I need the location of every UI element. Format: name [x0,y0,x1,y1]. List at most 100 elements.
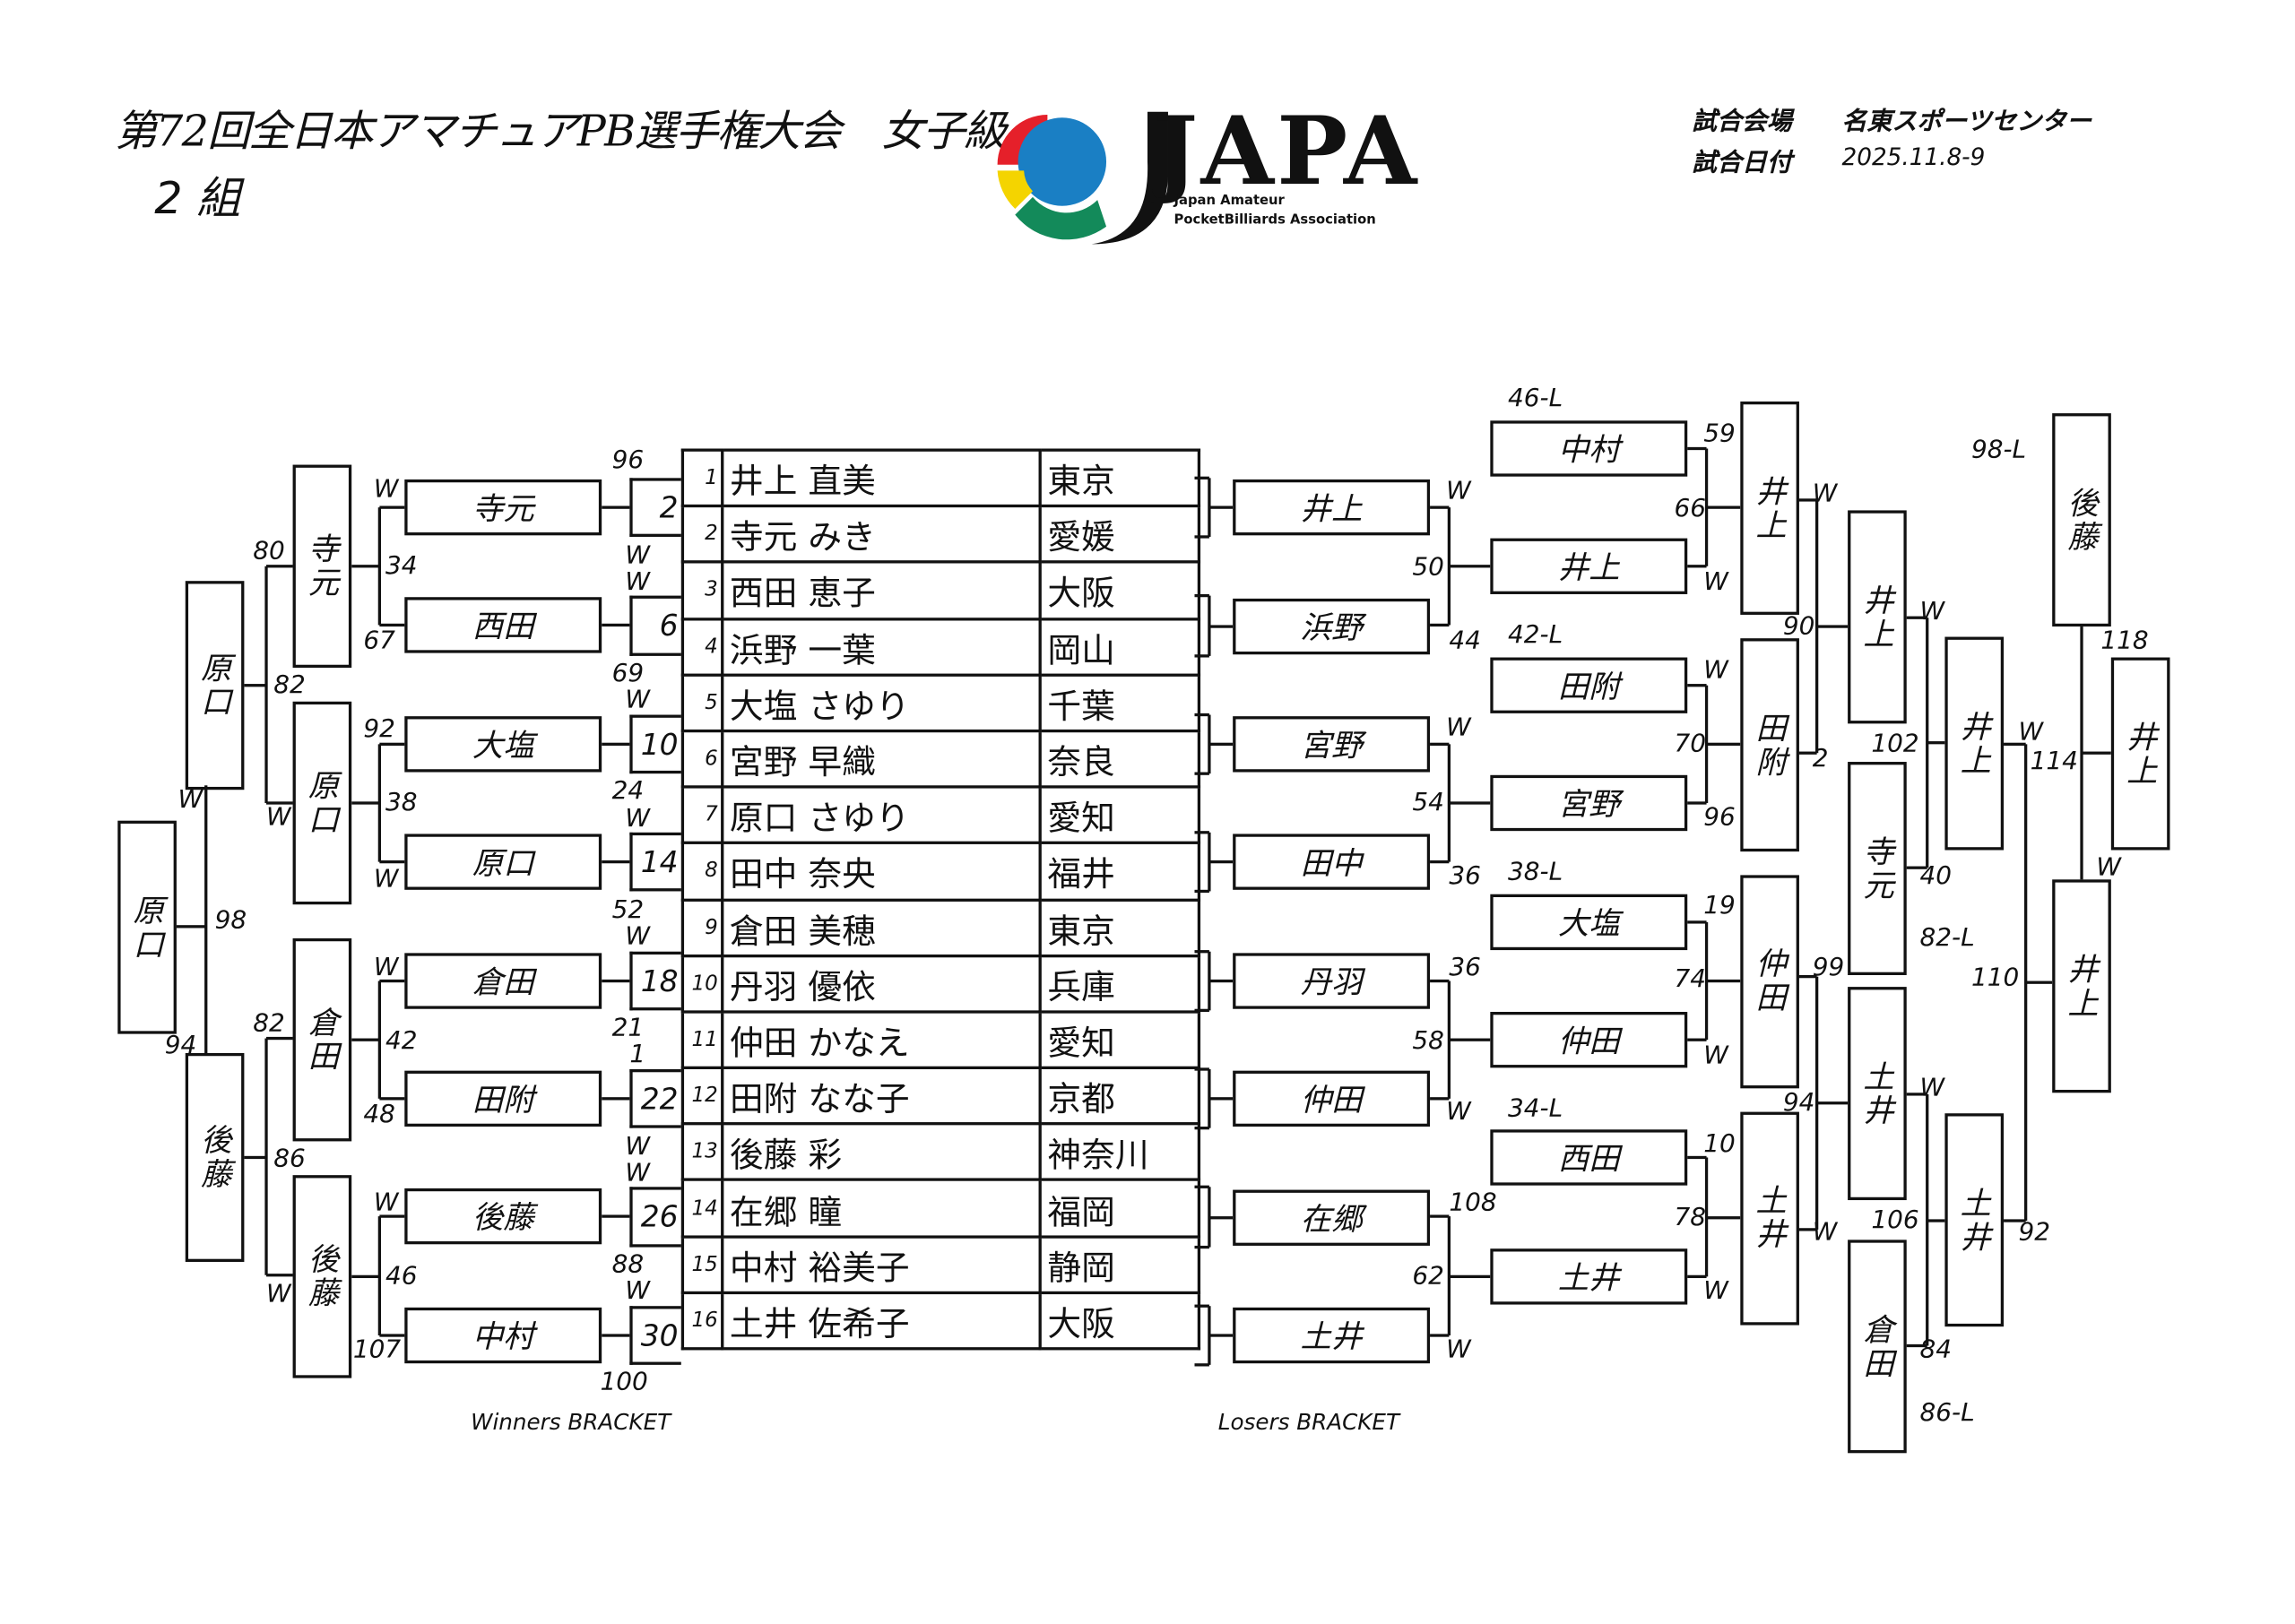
score-label: W [1812,1217,1838,1248]
score-label: W [1703,567,1728,598]
score-label: 94 [164,1031,197,1061]
date-label: 試合日付 [1692,148,1792,178]
bracket-line [379,742,405,746]
tournament-title: 第72回全日本アマチュアPB選手権大会 女子級 [114,106,1007,156]
bracket-line [1797,1228,1817,1231]
bracket-line [1906,1093,1927,1096]
match-number-box: 10 [629,714,681,774]
score-label: 36 [1449,861,1481,892]
bracket-player-box: 宮野 [1233,715,1431,773]
bracket-line [1449,1038,1491,1041]
bracket-line [1797,974,1817,979]
bracket-line [602,1097,630,1101]
bracket-player-box: 大塩 [1490,894,1688,950]
bracket-line [2025,980,2053,984]
score-label: 82 [253,1008,285,1039]
score-label: 94 [1782,1088,1815,1119]
seed-number: 2 [680,505,724,565]
bracket-line [1208,860,1234,864]
score-label: W [2096,852,2122,883]
bracket-player-box: 井上 [2110,657,2170,851]
bracket-line [1194,713,1209,716]
date-value: 2025.11.8-9 [1841,143,1986,171]
score-label: 54 [1412,788,1444,818]
bracket-player-box: 後藤 [185,1052,245,1262]
score-label: 100 [600,1368,648,1397]
score-label: W [625,567,651,598]
score-label: W [1812,479,1838,509]
bracket-player-box: 土井 [1848,987,1907,1201]
prefecture: 千葉 [1038,673,1201,733]
bracket-line [266,801,293,805]
player-name: 大塩 さゆり [721,673,1042,733]
bracket-line [2004,742,2026,746]
seed-number: 13 [680,1122,724,1182]
score-label: 92 [2018,1217,2050,1248]
bracket-line [1797,498,1817,502]
score-label: 82-L [1919,923,1975,954]
bracket-line [1706,1215,1741,1219]
score-label: 58 [1412,1026,1444,1057]
score-label: W [1919,597,1945,627]
bracket-line [1449,801,1491,805]
bracket-player-box: 井上 [1740,402,1799,616]
bracket-player-box: 在郷 [1233,1188,1431,1246]
bracket-line [2004,1219,2026,1222]
player-name: 仲田 かなえ [721,1010,1042,1070]
seed-number: 11 [680,1010,724,1070]
bracket-line [379,1334,405,1337]
match-number-box: 14 [629,833,681,893]
bracket-line [266,1274,293,1277]
player-name: 倉田 美穂 [721,897,1042,957]
bracket-player-box: 仲田 [1740,875,1799,1089]
player-name: 後藤 彩 [721,1122,1042,1182]
match-number-box: 2 [629,478,681,538]
bracket-line [1208,1097,1234,1101]
bracket-line [1797,751,1817,755]
group-label: 2 組 [154,173,241,226]
bracket-line [1194,653,1209,657]
score-label: 96 [611,445,645,476]
bracket-line [1208,742,1234,746]
bracket-player-box: 土井 [1944,1113,2005,1327]
bracket-line [1208,1334,1234,1337]
bracket-line [602,742,630,746]
logo-wordmark: JAPA [1153,97,1420,208]
score-label: 110 [1970,963,2020,993]
bracket-line [1194,594,1209,598]
score-label: W [625,921,651,952]
score-label: 46 [385,1261,418,1291]
score-label: 102 [1871,729,1919,759]
score-label: 44 [1449,626,1481,656]
player-name: 田中 奈央 [721,842,1042,902]
bracket-line [1208,505,1234,509]
score-label: 48 [363,1100,395,1130]
bracket-line [1816,1101,1849,1105]
score-label: 21 [611,1013,645,1043]
score-label: 90 [1782,611,1815,642]
bracket-line [379,979,405,982]
bracket-player-box: 田中 [1233,834,1431,891]
bracket-player-box: 土井 [1740,1110,1799,1325]
bracket-line [1208,624,1234,627]
match-number-box: 6 [629,596,681,656]
score-label: 34 [385,551,418,582]
bracket-line [379,1215,405,1219]
bracket-player-box: 仲田 [1490,1012,1688,1068]
bracket-player-box: 宮野 [1490,775,1688,832]
score-label: 114 [2030,747,2078,777]
seed-number: 16 [680,1291,724,1351]
bracket-line [176,925,206,929]
bracket-line [2082,751,2111,755]
player-name: 西田 恵子 [721,560,1042,620]
bracket-line [1208,979,1234,982]
bracket-line [1906,866,1927,869]
score-label: W [1446,713,1471,743]
bracket-line [1687,1156,1707,1160]
score-label: 67 [363,626,395,656]
